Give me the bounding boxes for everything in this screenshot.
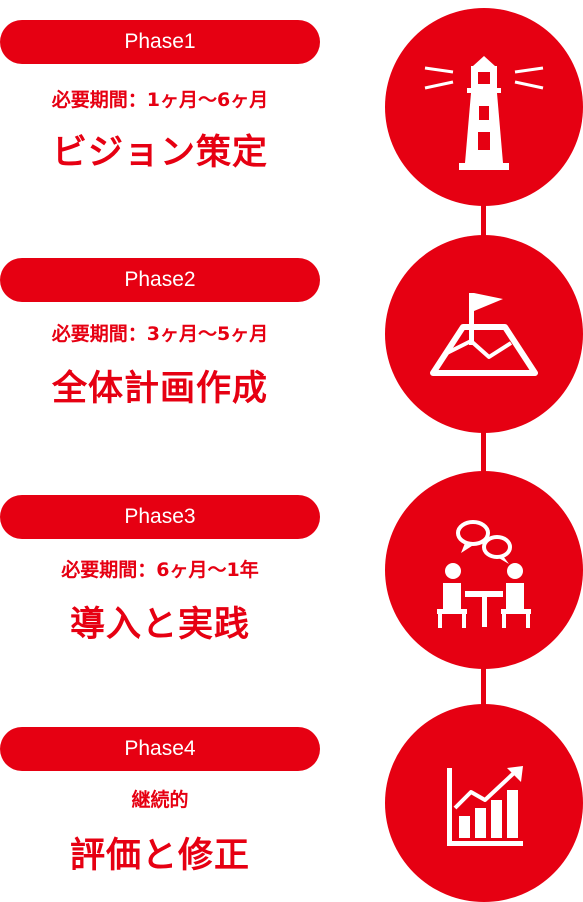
phase-duration: 必要期間：3ヶ月〜5ヶ月 [51, 323, 269, 345]
phase-duration: 必要期間：6ヶ月〜1年 [61, 559, 259, 581]
phase-icon-circle [385, 471, 583, 669]
timeline-connector [481, 90, 486, 810]
phase-label: Phase3 [0, 495, 320, 539]
phase-label: Phase4 [0, 727, 320, 771]
phase-title: 導入と実践 [69, 605, 250, 645]
phase-title: 全体計画作成 [51, 369, 268, 409]
phase-title: ビジョン策定 [51, 133, 268, 173]
phase-icon-circle [385, 235, 583, 433]
phase-label: Phase1 [0, 20, 320, 64]
growth-chart-icon [447, 766, 523, 846]
phase-duration: 必要期間：1ヶ月〜6ヶ月 [51, 89, 269, 111]
phase-duration: 継続的 [131, 789, 189, 811]
meeting-icon [437, 520, 531, 628]
map-flag-icon [430, 293, 538, 376]
phase-title: 評価と修正 [69, 836, 250, 876]
lighthouse-icon [424, 56, 544, 170]
phase-label: Phase2 [0, 258, 320, 302]
phase-icon-circle [385, 8, 583, 206]
phase-icon-circle [385, 704, 583, 902]
